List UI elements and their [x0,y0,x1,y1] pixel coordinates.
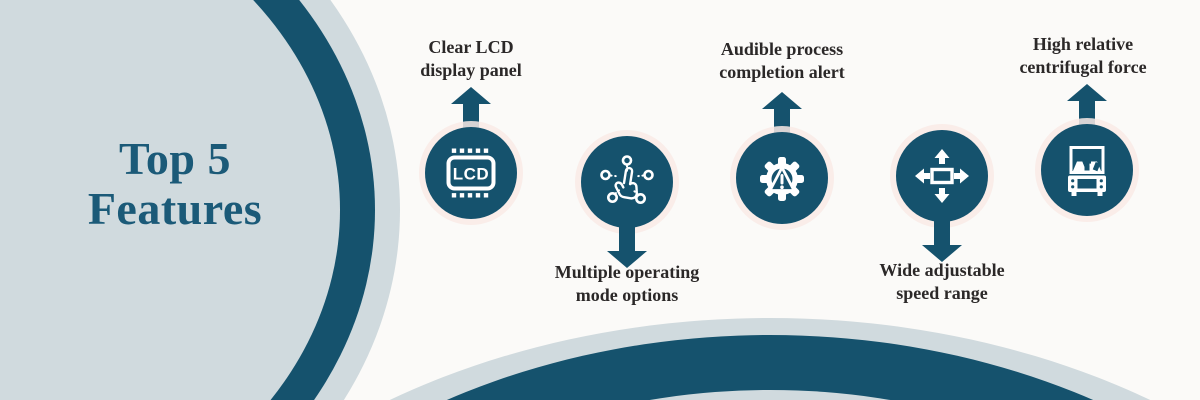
feature-label-clear-lcd: Clear LCD display panel [351,36,591,82]
up-arrow-icon [451,87,491,129]
feature-label-line: mode options [575,285,679,305]
feature-circle-speed-range [896,130,988,222]
page-title: Top 5 Features [25,134,325,234]
up-arrow-icon [762,92,802,134]
feature-label-line: High relative [1032,34,1134,54]
lcd-icon-text: LCD [453,165,489,184]
feature-label-centrifugal-force: High relative centrifugal force [963,33,1200,79]
page-title-line2: Features [87,183,263,234]
feature-label-speed-range: Wide adjustable speed range [822,259,1062,305]
feature-label-line: speed range [896,283,988,303]
centrifuge-machine-icon [1068,146,1106,196]
feature-label-line: Clear LCD [428,37,514,57]
feature-label-line: completion alert [719,62,845,82]
feature-label-line: Audible process [720,39,844,59]
feature-label-audible-alert: Audible process completion alert [662,38,902,84]
bottom-arc-inner-light [649,390,891,400]
title-blob-inner-light [0,0,340,400]
page-title-line1: Top 5 [118,133,232,184]
feature-circle-centrifugal-force [1041,124,1133,216]
mode-select-hand-icon [600,155,654,204]
down-arrow-icon [922,220,962,262]
down-arrow-icon [607,226,647,268]
feature-circle-operating-modes [581,136,673,228]
up-arrow-icon [1067,84,1107,126]
feature-label-line: Wide adjustable [879,260,1005,280]
lcd-display-icon: LCD [446,148,496,198]
four-way-arrows-icon [915,149,969,203]
feature-label-line: display panel [420,60,522,80]
bottom-arc-teal-ring [447,335,1093,400]
feature-label-line: Multiple operating [554,262,700,282]
feature-circle-audible-alert [736,132,828,224]
feature-label-operating-modes: Multiple operating mode options [507,261,747,307]
gear-alert-icon [760,157,804,201]
feature-circle-clear-lcd: LCD [425,127,517,219]
feature-label-line: centrifugal force [1019,57,1147,77]
